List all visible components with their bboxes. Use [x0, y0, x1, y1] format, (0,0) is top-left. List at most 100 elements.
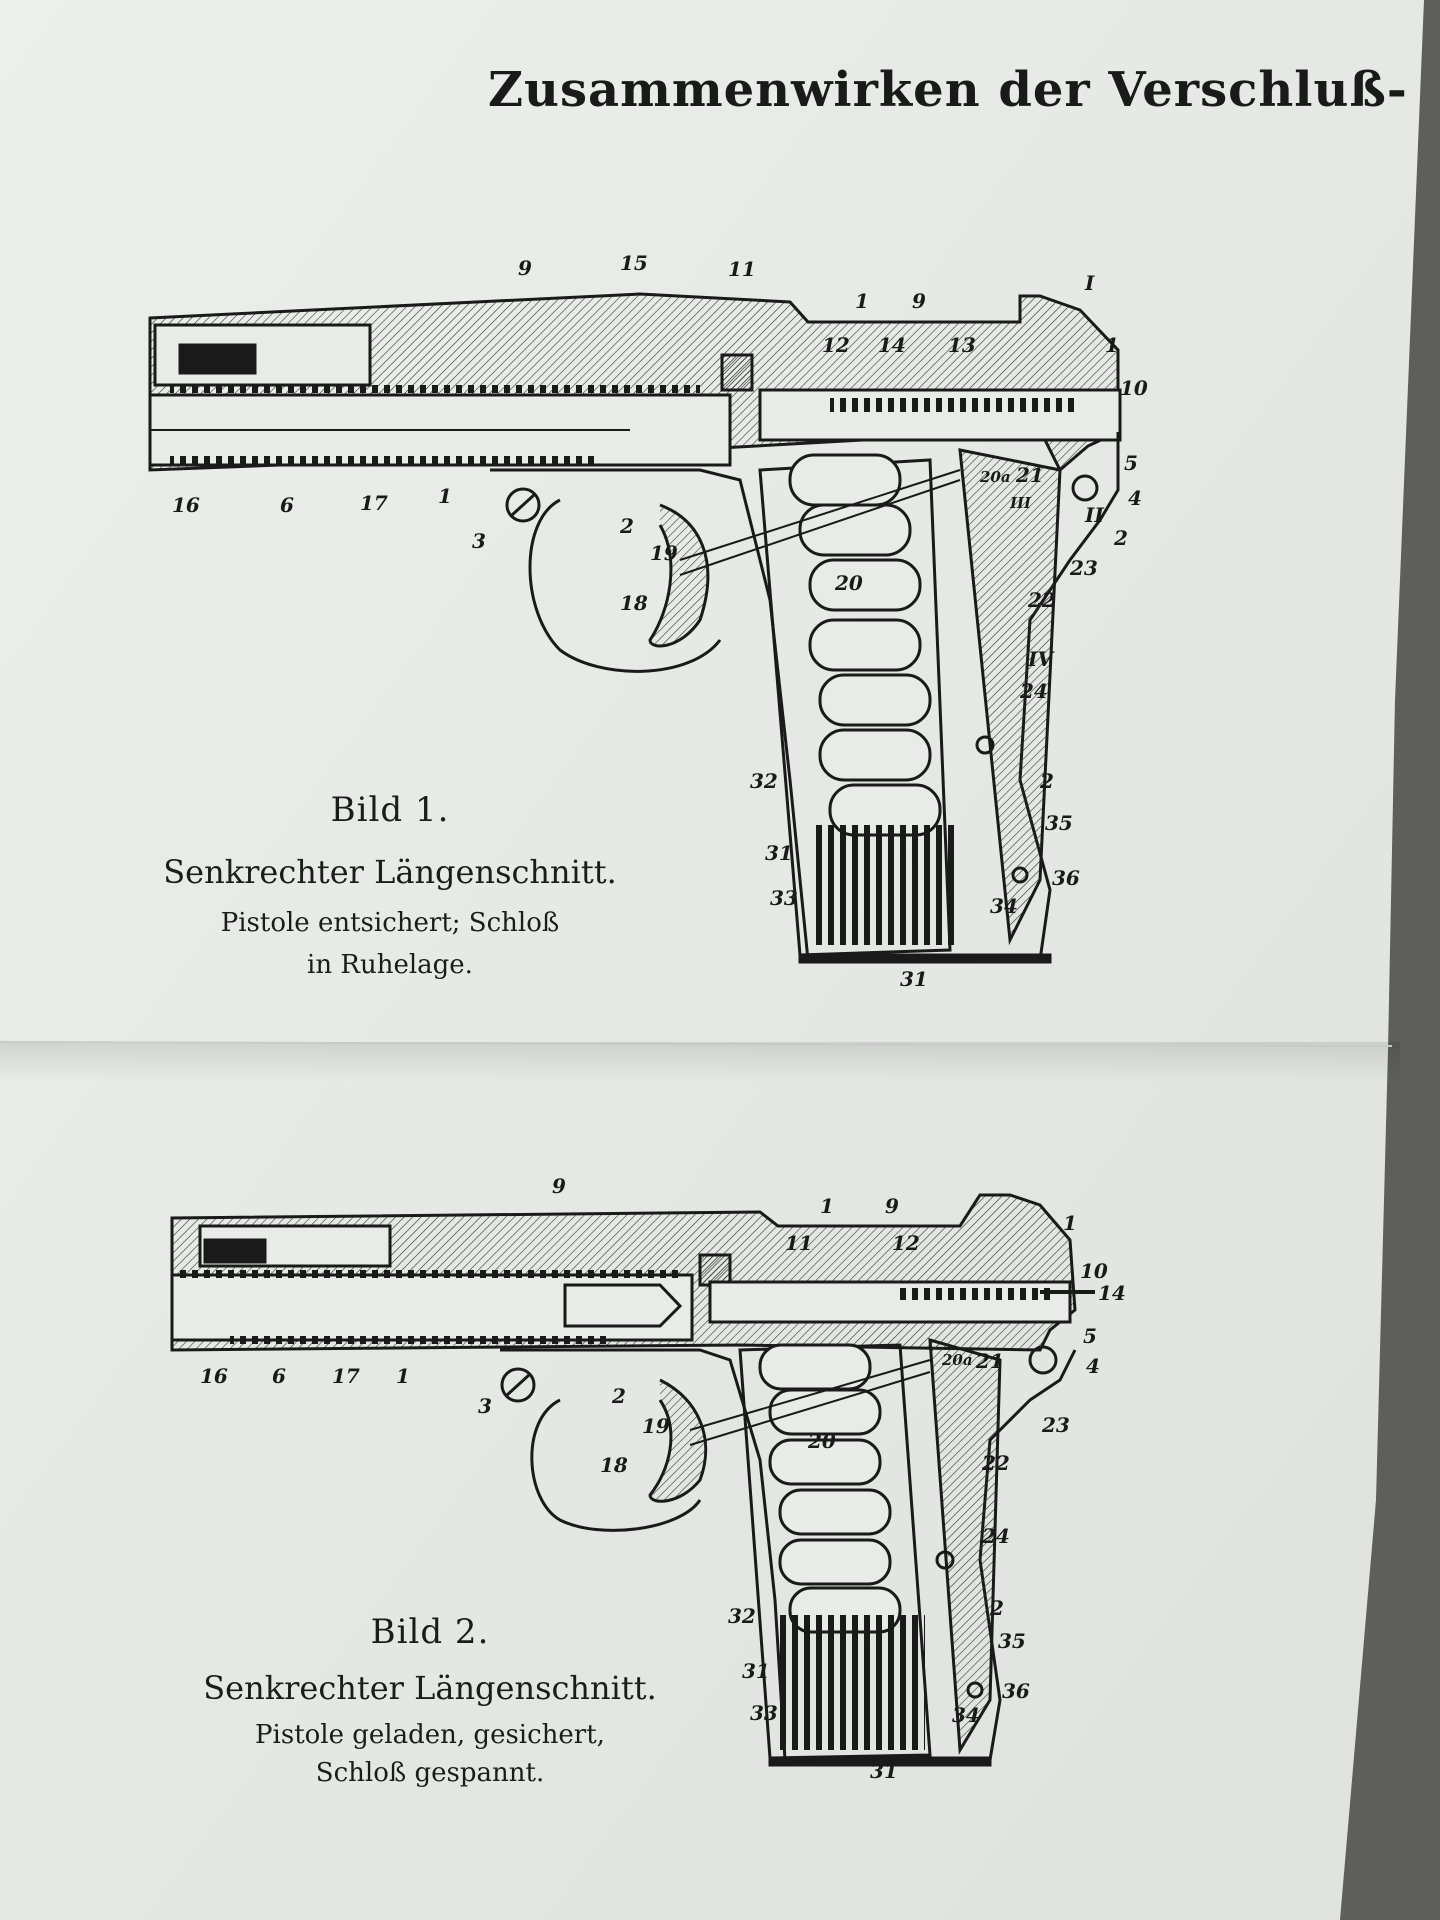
grip-screw-3 — [505, 487, 541, 523]
figure-2-part-label: 18 — [600, 1453, 628, 1477]
figure-1-part-label: 21 — [1015, 463, 1044, 487]
figure-1-part-label: IV — [1027, 647, 1055, 671]
figure-2-part-label: 3 — [478, 1394, 492, 1418]
figure-2-part-label: 21 — [975, 1349, 1004, 1373]
figure-1-part-label: 22 — [1027, 588, 1056, 612]
figure-1-part-label: 15 — [620, 251, 648, 275]
figure-1-part-label: II — [1084, 503, 1104, 527]
striker-spring — [830, 398, 1080, 412]
figure-2-part-label: 19 — [642, 1414, 670, 1438]
figure-1-part-label: 36 — [1052, 866, 1080, 890]
figure-2-part-label: 22 — [981, 1451, 1010, 1475]
figure-2-part-label: 31 — [870, 1759, 898, 1783]
figure-2-part-label: 33 — [750, 1701, 778, 1725]
figure-2-part-label: 1 — [1063, 1211, 1077, 1235]
recoil-spring-bottom — [170, 456, 600, 464]
figure-2-part-label: 9 — [885, 1194, 899, 1218]
chambered-cartridge — [563, 1283, 683, 1328]
hammer-pin-5 — [1028, 1345, 1058, 1375]
figure-2-title: Bild 2. — [370, 1612, 490, 1652]
figure-1-part-label: 9 — [518, 256, 532, 280]
figure-1-part-label: 31 — [900, 967, 928, 991]
figure-2-part-label: 23 — [1041, 1413, 1070, 1437]
figure-1-part-label: 18 — [620, 591, 648, 615]
magazine-spring — [810, 825, 960, 945]
figure-1-part-label: 33 — [770, 886, 798, 910]
figure-2-part-label: 1 — [396, 1364, 410, 1388]
figure-1-part-label: 1 — [438, 484, 452, 508]
trigger-18 — [648, 503, 710, 648]
figure-1-part-label: 11 — [728, 257, 756, 281]
figure-1-caption: Bild 1. Senkrechter Längenschnitt. Pisto… — [110, 790, 670, 986]
figure-1-part-label: 19 — [650, 541, 678, 565]
figure-1-part-label: 1 — [855, 289, 869, 313]
figure-2-description-line-1: Pistole geladen, gesichert, — [255, 1720, 605, 1750]
magazine-floorplate — [798, 953, 1052, 964]
frame-grip-outline — [490, 432, 1120, 962]
trigger-18 — [648, 1378, 708, 1503]
figure-1-part-label: 35 — [1045, 811, 1073, 835]
recoil-spring-bottom — [230, 1336, 610, 1344]
recoil-spring-top — [180, 1270, 680, 1278]
pin-36 — [966, 1681, 984, 1699]
trigger-guard — [528, 498, 722, 673]
figure-1-part-label: 13 — [948, 333, 976, 357]
figure-1-part-label: 1 — [1105, 333, 1119, 357]
figure-1-part-label: 34 — [990, 894, 1018, 918]
figure-1-part-label: 10 — [1120, 376, 1148, 400]
grip-panel-hatched — [928, 1337, 1002, 1755]
figure-2-caption: Bild 2. Senkrechter Längenschnitt. Pisto… — [150, 1612, 710, 1794]
magazine-floorplate — [768, 1756, 992, 1767]
figure-1-part-label: 6 — [280, 493, 294, 517]
figure-1-part-label: 3 — [472, 529, 486, 553]
figure-1-part-label: 23 — [1069, 556, 1098, 580]
figure-1-part-label: III — [1009, 494, 1032, 512]
figure-1-subtitle: Senkrechter Längenschnitt. — [163, 853, 617, 891]
figure-1-part-label: 16 — [172, 493, 200, 517]
fold-shadow — [0, 1042, 1400, 1082]
figure-1-part-label: 32 — [750, 769, 778, 793]
grip-screw-3 — [500, 1367, 536, 1403]
figure-2-part-label: 31 — [742, 1659, 770, 1683]
page-heading: Zusammenwirken der Verschluß- — [488, 62, 1408, 118]
striker-spring — [900, 1288, 1050, 1300]
figure-1-part-label: 2 — [619, 514, 634, 538]
figure-2-part-label: 2 — [989, 1596, 1004, 1620]
figure-1-part-label: 20a — [979, 468, 1011, 486]
figure-1-part-label: 9 — [912, 289, 926, 313]
figure-2-part-label: 20a — [941, 1351, 973, 1369]
figure-1-part-label: 2 — [1039, 769, 1054, 793]
figure-1-description-line-1: Pistole entsichert; Schloß — [220, 908, 560, 938]
figure-2-subtitle: Senkrechter Längenschnitt. — [203, 1669, 657, 1707]
pin-24 — [975, 735, 995, 755]
extractor-block — [203, 1238, 267, 1264]
figure-2-part-label: 20 — [807, 1429, 836, 1453]
pin-24 — [935, 1550, 955, 1570]
figure-2-part-label: 24 — [981, 1524, 1010, 1548]
figure-1-part-label: 24 — [1019, 679, 1048, 703]
figure-2-description-line-2: Schloß gespannt. — [315, 1758, 545, 1788]
figure-1-part-label: 5 — [1124, 451, 1138, 475]
grip-panel-hatched — [958, 448, 1062, 946]
recoil-spring-top — [170, 385, 700, 393]
figure-2-part-label: 9 — [552, 1174, 566, 1198]
figure-2-part-label: 32 — [728, 1604, 756, 1628]
part-11-block — [720, 353, 754, 392]
figure-2-part-label: 12 — [892, 1231, 920, 1255]
figure-1-part-label: 2 — [1113, 526, 1128, 550]
figure-2-part-label: 34 — [952, 1703, 980, 1727]
figure-2-part-label: 1 — [820, 1194, 834, 1218]
magazine-spring — [775, 1615, 925, 1750]
figure-2-part-label: 14 — [1098, 1281, 1126, 1305]
figure-1-part-label: 12 — [822, 333, 850, 357]
striker-channel — [708, 1280, 1072, 1324]
fold-line — [0, 1041, 1393, 1047]
figure-1-description-line-2: in Ruhelage. — [307, 950, 473, 980]
trigger-guard — [530, 1398, 702, 1532]
extractor-block — [178, 343, 257, 375]
